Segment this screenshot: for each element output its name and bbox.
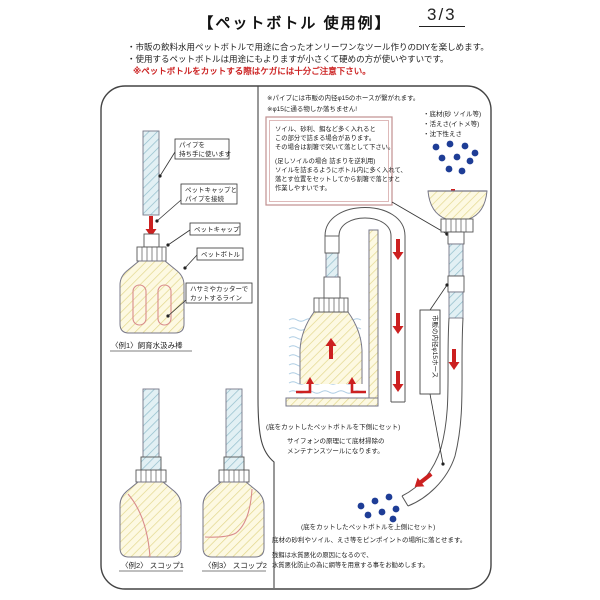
siphon-caption: (底をカットしたペットボトルを下側にセット)	[266, 422, 400, 431]
cut-line-right	[157, 284, 172, 326]
pipe-ex3	[225, 388, 243, 460]
pet-bottle-ex1	[119, 260, 185, 334]
note-drop: ※φ15に通る物しか落ちません!	[267, 104, 357, 113]
cut-line-left	[132, 284, 147, 326]
pink-box-line: その場合は割箸で突いて落として下さい。	[275, 142, 394, 151]
example3-assembly: 〈例3〉 スコップ2	[202, 388, 267, 572]
siphon-captions: (底をカットしたペットボトルを下側にセット) サイフォンの原理にて底材掃除の メ…	[266, 422, 400, 455]
pet-cap-ex2	[135, 469, 167, 483]
tank-wall	[368, 229, 379, 407]
pink-box-line: (足しソイルの場合 詰まりを逆利用)	[275, 156, 375, 165]
pet-cap-ex3	[218, 469, 250, 483]
pet-cap-siphon	[313, 297, 349, 313]
material-item: ・沈下性えさ	[423, 129, 462, 138]
svg-text:市販の内径φ15ホース: 市販の内径φ15ホース	[431, 315, 440, 378]
tank-floor	[285, 397, 379, 407]
pet-cap-funnel	[440, 218, 474, 233]
dropped-material-dots	[357, 493, 400, 523]
pet-bottle-ex3	[202, 481, 265, 558]
pink-box-line: ソイルを詰まるようにボトル内に多く入れて、	[275, 165, 407, 174]
cut-warning-text: ※ペットボトルをカットする際はケガには十分ご注意下さい。	[133, 66, 371, 76]
connect-label-line1: ペットキャップと	[185, 186, 237, 194]
svg-text:〈例1〉飼育水汲み棒: 〈例1〉飼育水汲み棒	[111, 340, 183, 350]
pink-box-line: この部分で詰まる場合があります。	[275, 133, 375, 142]
cap-label: ペットキャップ	[194, 226, 240, 234]
cut-curve-ex3	[204, 488, 253, 538]
note-hose: ※パイプには市販の内径φ15のホースが繋がれます。	[267, 93, 419, 102]
cutline-label-line2: カットするライン	[190, 294, 242, 302]
material-item: ・底材(砂 ソイル等)	[423, 109, 481, 118]
intro-bullets: ・市販の飲料水用ペットボトルで用途に合ったオンリーワンなツール作りのDIYを楽し…	[127, 42, 489, 65]
drop-caption: (底をカットしたペットボトルを上側にセット)	[301, 522, 435, 531]
pink-box-line: 作業しやすいです。	[275, 183, 331, 192]
example1-caption: 〈例1〉飼育水汲み棒	[110, 340, 192, 352]
material-item: ・活えさ(イトメ等)	[423, 119, 479, 128]
water-warning-1: 残餌は水質悪化の原因になるので、	[272, 550, 373, 559]
pink-box-line: ソイル、砂利、餌など多く入れると	[275, 124, 376, 133]
example1-assembly	[119, 130, 185, 334]
material-list: ・底材(砂 ソイル等) ・活えさ(イトメ等) ・沈下性えさ	[423, 109, 481, 138]
pet-cap-ex1	[136, 246, 167, 262]
funnel-pipe	[448, 243, 464, 277]
pink-box-line: 落とす位置をセットしてから割箸で落とすと	[275, 174, 400, 183]
red-inflow-arrows	[296, 383, 366, 394]
page-title: 【ペットボトル 使用例】	[198, 15, 392, 32]
pipe-label-line1: パイプを	[179, 141, 205, 149]
drop-note: 底材の砂利やソイル、えさ等をピンポイントの場所に落とせます。	[272, 535, 466, 544]
connect-label-line2: パイプを接続	[185, 194, 225, 203]
pipe-ex2	[142, 388, 160, 460]
example2-caption: 〈例2〉 スコップ1	[121, 560, 184, 570]
example1-labels: パイプを 持ち手に使います ペットキャップと パイプを接続 ペットキャップ ペッ…	[155, 138, 253, 318]
red-inflow-heads	[306, 377, 356, 384]
funnel-assembly	[427, 190, 488, 319]
pipe-ex1	[142, 130, 160, 216]
siphon-note-1: サイフォンの原理にて底材掃除の	[287, 436, 385, 445]
example2-assembly: 〈例2〉 スコップ1	[119, 388, 184, 572]
siphon-u-pipe	[324, 207, 406, 403]
cutline-label-line1: ハサミやカッターで	[190, 284, 249, 293]
cut-curve-ex2	[127, 493, 151, 558]
siphon-note-2: メンテナンスツールになります。	[287, 447, 384, 455]
hose-size-label: 市販の内径φ15ホース	[419, 283, 449, 466]
drop-captions: (底をカットしたペットボトルを上側にセット) 底材の砂利やソイル、えさ等をピンポ…	[272, 522, 466, 569]
pipe-joint-ex2	[140, 456, 162, 472]
siphon-bottle	[296, 235, 366, 394]
hose-notes: ※パイプには市販の内径φ15のホースが繋がれます。 ※φ15に通る物しか落ちませ…	[267, 93, 419, 113]
page-number: 3/3	[419, 5, 465, 27]
bottle-label: ペットボトル	[201, 251, 241, 259]
example3-caption: 〈例3〉 スコップ2	[204, 560, 267, 570]
pipe-joint-ex3	[223, 456, 245, 472]
water-warning-2: 水質悪化防止の為に網等を用意する事をお勧めします。	[272, 560, 429, 569]
clog-advice-box: ソイル、砂利、餌など多く入れると この部分で詰まる場合があります。 その場合は割…	[265, 116, 449, 236]
intro-bullet-1: ・市販の飲料水用ペットボトルで用途に合ったオンリーワンなツール作りのDIYを楽し…	[127, 42, 489, 52]
intro-bullet-2: ・使用するペットボトルは用途にもよりますが小さくて硬めの方が使いやすいです。	[127, 53, 449, 64]
bottle-neck-ex1	[143, 233, 160, 248]
siphon-pipe	[325, 252, 339, 278]
pipe-label-line2: 持ち手に使います	[179, 149, 232, 158]
pet-bottle-ex2	[119, 481, 182, 558]
hose-joint	[448, 291, 464, 319]
falling-material-dots	[432, 140, 479, 175]
